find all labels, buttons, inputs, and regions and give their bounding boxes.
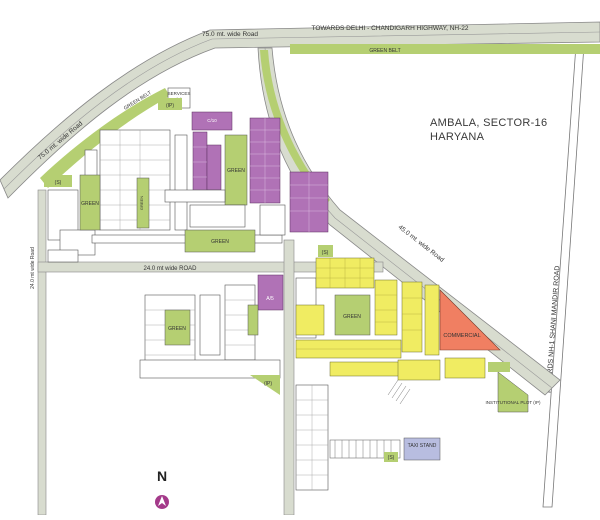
commercial-plot: [439, 289, 501, 351]
green-park-3: [184, 229, 256, 253]
s-left-label: (S): [55, 180, 62, 186]
green-belt-45: [260, 50, 330, 205]
lower-center-lots: [296, 385, 328, 490]
green-park-5-label: GREEN: [168, 326, 186, 332]
green-park-2: [136, 177, 150, 229]
green-strip-right: [488, 362, 510, 372]
green-park-2-label: GREEN: [139, 196, 144, 210]
green-park-7-label: GREEN: [343, 314, 361, 320]
road-24m: [37, 261, 384, 273]
yellow-lots: [296, 258, 422, 350]
institutional-label: INSTITUTIONAL PLOT (IP): [485, 400, 541, 405]
green-park-3-label: GREEN: [211, 239, 229, 245]
ip-top-label: (IP): [166, 103, 174, 109]
green-park-7: [334, 294, 371, 336]
services-label: SERVICES: [168, 91, 191, 96]
s-plot-bottom: [384, 452, 398, 462]
left-vertical-road: [37, 189, 47, 516]
green-belt-top-label: GREEN BELT: [369, 48, 400, 54]
purple-lots: [193, 118, 328, 232]
s-plot-left: [44, 175, 72, 187]
a5-label: A/5: [266, 296, 274, 302]
shani-mandir-road: TOWARDS NH-1 SHANI MANDIR ROAD: [542, 44, 585, 508]
s-plot-mid: [318, 245, 333, 257]
road-24-label: 24.0 mt wide ROAD: [143, 266, 197, 272]
road-24-left-label: 24.0 mt wide Road: [30, 247, 36, 289]
taxi-stand: [403, 437, 441, 461]
road-75-top-label: 75.0 mt. wide Road: [202, 31, 258, 38]
upper-left-lots: [100, 130, 170, 230]
s-bottom-label: (S): [388, 455, 395, 461]
middle-upper-white-blocks: [164, 189, 286, 236]
green-park-1-label: GREEN: [81, 201, 99, 207]
diagonal-hatch: [387, 379, 411, 405]
green-park-1: [79, 174, 101, 231]
green-park-6: [247, 304, 259, 336]
highway-nh22: TOWARDS DELHI - CHANDIGARH HIGHWAY, NH-2…: [0, 21, 600, 199]
north-arrow-icon: [155, 495, 169, 509]
parking-hatch: [329, 439, 401, 459]
green-park-5: [164, 309, 191, 346]
s-mid-label: (S): [322, 250, 329, 256]
lower-left-blocks: [139, 284, 281, 379]
ip-bottom-label: (IP): [264, 381, 272, 387]
institutional-plot: [497, 371, 529, 413]
taxi-stand-label: TAXI STAND: [408, 443, 437, 449]
commercial-label: COMMERCIAL: [443, 333, 480, 339]
c10-label: C/10: [207, 118, 217, 123]
north-indicator: N: [147, 468, 177, 484]
map-title: AMBALA, SECTOR-16 HARYANA: [430, 116, 547, 144]
ip-plot-top: [158, 98, 182, 110]
green-belt-top: [290, 44, 600, 54]
green-park-4-label: GREEN: [227, 168, 245, 174]
road-45-label: 45.0 mt. wide Road: [397, 224, 446, 264]
north-label: N: [156, 468, 168, 484]
map-title-line1: AMBALA, SECTOR-16: [430, 117, 548, 129]
central-vertical-road: [283, 239, 295, 516]
ip-plot-bottom: [250, 375, 280, 395]
highway-label: TOWARDS DELHI - CHANDIGARH HIGHWAY, NH-2…: [312, 25, 469, 32]
map-title-line2: HARYANA: [430, 131, 485, 143]
